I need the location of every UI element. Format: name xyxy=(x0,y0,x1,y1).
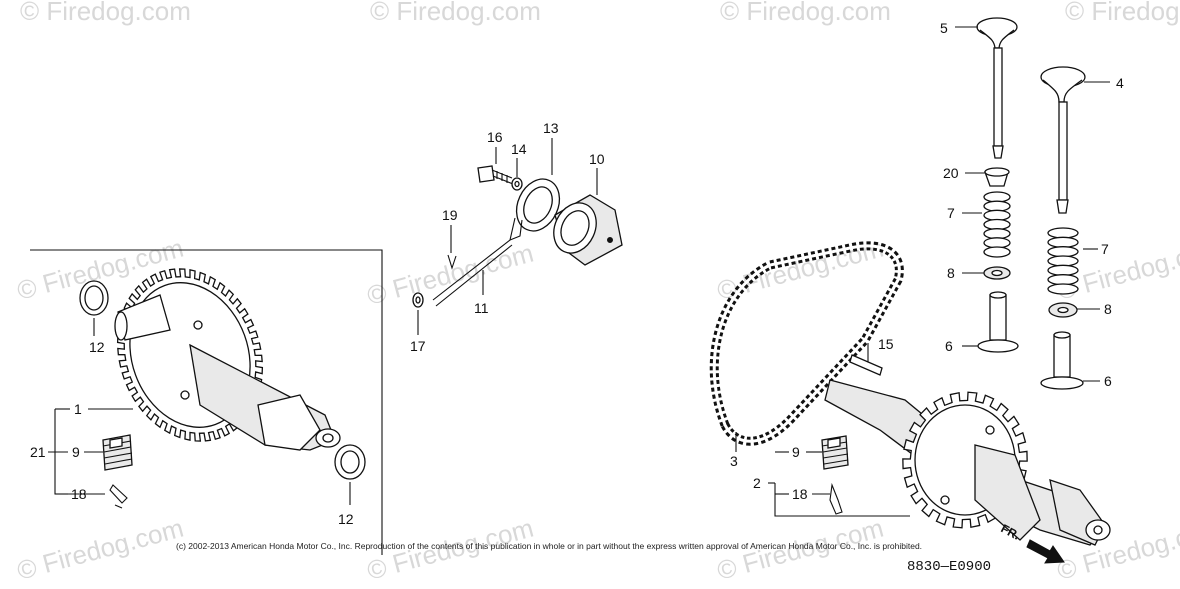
front-arrow-icon xyxy=(1026,539,1065,564)
assembly-frame xyxy=(30,249,383,555)
callout-12: 12 xyxy=(89,339,105,355)
valve-spring-7 xyxy=(1047,227,1079,295)
valve-parts: 5 4 20 7 7 8 8 6 6 xyxy=(940,17,1124,390)
callout-7: 7 xyxy=(1101,241,1109,257)
callout-7: 7 xyxy=(947,205,955,221)
washer-12-left xyxy=(79,280,109,316)
crank-web xyxy=(974,444,1041,541)
bolt-16 xyxy=(477,165,514,185)
pin-18-left xyxy=(109,484,128,509)
shaft-stub-end xyxy=(114,311,128,341)
watermark: © Firedog.com xyxy=(14,513,187,586)
watermark: © Firedog.com xyxy=(1065,0,1180,26)
callout-8: 8 xyxy=(1104,301,1112,317)
callout-16: 16 xyxy=(487,129,503,145)
callout-8: 8 xyxy=(947,265,955,281)
decompressor-spring-right xyxy=(821,435,849,470)
chain-crankshaft-assembly: 3 15 2 9 18 xyxy=(709,241,1111,546)
copyright-notice: (c) 2002-2013 American Honda Motor Co., … xyxy=(176,541,922,551)
callout-11: 11 xyxy=(474,300,489,316)
spring-retainer-8 xyxy=(983,266,1011,280)
valve-spring-7 xyxy=(983,191,1011,258)
cam-lobe xyxy=(257,394,321,451)
callout-6: 6 xyxy=(1104,373,1112,389)
holder-10 xyxy=(553,194,623,266)
watermark: © Firedog.com xyxy=(20,0,191,26)
clip-19 xyxy=(447,254,457,270)
governor-shaft-11 xyxy=(432,217,523,307)
callout-14: 14 xyxy=(511,141,527,157)
retainer-20 xyxy=(984,167,1010,187)
valve-4 xyxy=(1040,66,1086,214)
tappet-6 xyxy=(1040,331,1084,390)
spring-retainer-8 xyxy=(1048,302,1078,318)
callout-9: 9 xyxy=(72,444,80,460)
washer-12-right xyxy=(334,444,366,480)
decompressor-spring-left xyxy=(102,434,133,471)
callout-13: 13 xyxy=(543,120,559,136)
tappet-6 xyxy=(977,291,1019,353)
callout-18: 18 xyxy=(792,486,808,502)
callout-9: 9 xyxy=(792,444,800,460)
key-15 xyxy=(849,354,883,376)
camshaft-gear-assembly xyxy=(114,268,341,451)
callout-20: 20 xyxy=(943,165,959,181)
callout-19: 19 xyxy=(442,207,458,223)
left-callouts: 12 12 1 9 21 18 xyxy=(30,318,354,527)
governor-parts: 16 14 13 10 19 11 17 xyxy=(410,120,623,354)
callout-5: 5 xyxy=(940,20,948,36)
watermark: © Firedog.com xyxy=(720,0,891,26)
callout-21: 21 xyxy=(30,444,46,460)
shaft-bore xyxy=(322,433,334,443)
callout-1: 1 xyxy=(74,401,82,417)
callout-2: 2 xyxy=(753,475,761,491)
diagram-code: 8830—E0900 xyxy=(907,559,991,575)
drive-chain xyxy=(709,241,904,446)
watermark: © Firedog.com xyxy=(370,0,541,26)
callout-3: 3 xyxy=(730,453,738,469)
callout-6: 6 xyxy=(945,338,953,354)
watermark: © Firedog.com xyxy=(364,238,537,311)
valve-5 xyxy=(976,17,1018,159)
callout-10: 10 xyxy=(589,151,605,167)
callout-4: 4 xyxy=(1116,75,1124,91)
pin-18-right xyxy=(829,482,843,515)
callout-12: 12 xyxy=(338,511,354,527)
callout-15: 15 xyxy=(878,336,894,352)
callout-18: 18 xyxy=(71,486,87,502)
callout-17: 17 xyxy=(410,338,426,354)
